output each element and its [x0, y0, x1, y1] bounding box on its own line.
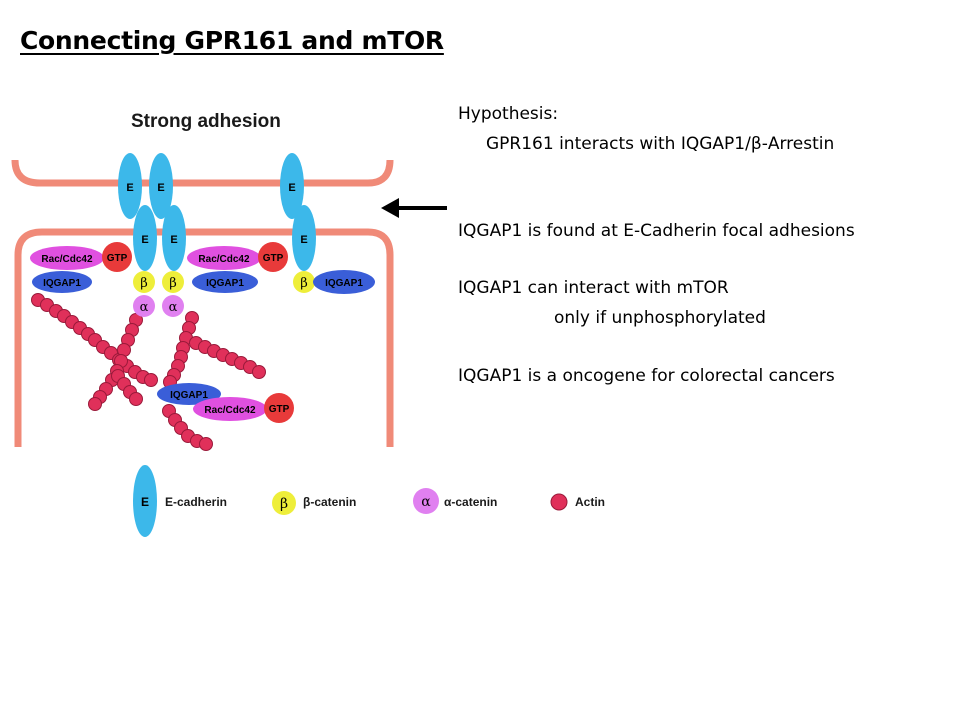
- rac-complex-bottom: IQGAP1 Rac/Cdc42 GTP: [157, 383, 294, 423]
- lower-cell-membrane: [14, 228, 394, 447]
- e-cadherin-label: E: [126, 182, 133, 194]
- actin-bead: [144, 373, 158, 387]
- e-cadherin-lower-3: E: [292, 205, 316, 271]
- gtp-label-left: GTP: [107, 253, 128, 264]
- alpha-catenin-1: α: [133, 295, 155, 317]
- legend-actin: Actin: [550, 493, 605, 511]
- beta-catenin-3-label: β: [300, 276, 308, 291]
- upper-cell-membrane: [11, 159, 394, 187]
- actin-chain-4: [111, 369, 143, 406]
- fact-iqgap1-mtor-condition: only if unphosphorylated: [554, 308, 766, 328]
- fact-iqgap1-focal-adhesions: IQGAP1 is found at E-Cadherin focal adhe…: [458, 221, 855, 241]
- legend-alpha-label: α-catenin: [444, 495, 497, 509]
- rac-label-middle: Rac/Cdc42: [198, 254, 250, 265]
- actin-chain-5: [189, 336, 266, 379]
- actin-chain-3: [163, 311, 199, 389]
- legend-alpha-catenin: α α-catenin: [413, 488, 497, 514]
- rac-complex-left: Rac/Cdc42 GTP IQGAP1: [30, 242, 132, 293]
- fact-iqgap1-oncogene: IQGAP1 is a oncogene for colorectal canc…: [458, 366, 835, 386]
- pointer-arrow: [381, 198, 447, 218]
- rac-label-left: Rac/Cdc42: [41, 254, 93, 265]
- legend-actin-label: Actin: [575, 495, 605, 509]
- e-cadherin-label: E: [170, 234, 177, 246]
- actin-bead: [129, 392, 143, 406]
- legend-alpha-symbol: α: [421, 494, 431, 510]
- actin-bead: [88, 397, 102, 411]
- iqgap1-label-right: IQGAP1: [325, 278, 363, 289]
- hypothesis-label: Hypothesis:: [458, 104, 559, 124]
- fact-iqgap1-mtor: IQGAP1 can interact with mTOR: [458, 278, 729, 298]
- iqgap1-label-bottom: IQGAP1: [170, 390, 208, 401]
- beta-catenin-1-label: β: [140, 276, 148, 291]
- actin-chain-6: [162, 404, 213, 451]
- legend: E E-cadherin β β-catenin α α-catenin Act…: [133, 465, 605, 537]
- e-cadherin-lower-1: E: [133, 205, 157, 271]
- e-cadherin-label: E: [288, 182, 295, 194]
- e-cadherin-label: E: [300, 234, 307, 246]
- legend-e-cadherin: E E-cadherin: [133, 465, 227, 537]
- gtp-label-bottom: GTP: [269, 404, 290, 415]
- e-cadherin-upper-2: E: [149, 153, 173, 219]
- e-cadherin-upper-3: E: [280, 153, 304, 219]
- rac-complex-middle: Rac/Cdc42 GTP IQGAP1: [187, 242, 288, 293]
- beta-catenin-2: β: [162, 271, 184, 293]
- beta-catenin-3: β: [293, 271, 315, 293]
- e-cadherin-lower-2: E: [162, 205, 186, 271]
- beta-catenin-1: β: [133, 271, 155, 293]
- legend-e-label: E-cadherin: [165, 495, 227, 509]
- actin-filaments: [31, 293, 266, 451]
- alpha-catenin-2: α: [162, 295, 184, 317]
- gtp-label-middle: GTP: [263, 253, 284, 264]
- e-cadherin-label: E: [141, 234, 148, 246]
- iqgap1-label-left: IQGAP1: [43, 278, 81, 289]
- actin-bead: [199, 437, 213, 451]
- iqgap1-complex-right: IQGAP1: [313, 270, 375, 294]
- actin-bead: [252, 365, 266, 379]
- hypothesis-statement: GPR161 interacts with IQGAP1/β-Arrestin: [486, 134, 835, 154]
- legend-beta-label: β-catenin: [303, 495, 356, 509]
- legend-beta-symbol: β: [280, 496, 288, 512]
- figure-heading: Strong adhesion: [131, 111, 281, 132]
- iqgap1-label-middle: IQGAP1: [206, 278, 244, 289]
- legend-e-symbol: E: [141, 495, 149, 509]
- legend-beta-catenin: β β-catenin: [272, 491, 356, 515]
- e-cadherin-label: E: [157, 182, 164, 194]
- e-cadherin-upper-1: E: [118, 153, 142, 219]
- alpha-catenin-2-label: α: [169, 300, 178, 315]
- beta-catenin-2-label: β: [169, 276, 177, 291]
- alpha-catenin-1-label: α: [140, 300, 149, 315]
- rac-label-bottom: Rac/Cdc42: [204, 405, 256, 416]
- slide-title: Connecting GPR161 and mTOR: [20, 26, 444, 55]
